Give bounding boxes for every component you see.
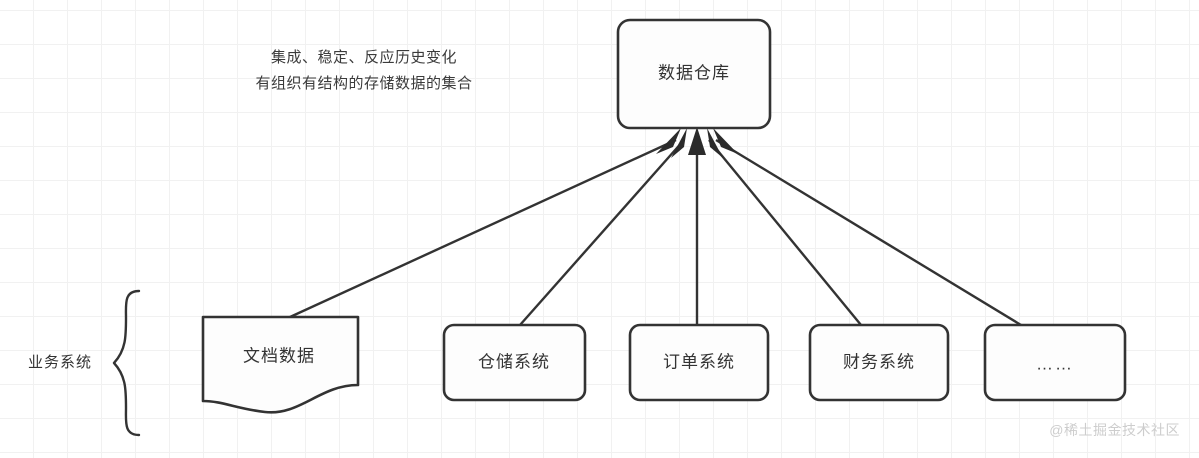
connector-others-to-warehouse — [715, 138, 1022, 327]
node-data-warehouse[interactable]: 数据仓库 — [616, 18, 772, 130]
data-warehouse-box[interactable] — [616, 18, 772, 130]
business-systems-label: 业务系统 — [28, 354, 92, 371]
arrowhead-order-to-warehouse — [688, 127, 706, 155]
other-systems-label: …… — [1036, 354, 1074, 373]
arrowhead-document-to-warehouse — [656, 128, 681, 154]
warehousing-system-label: 仓储系统 — [478, 352, 550, 371]
other-systems-box[interactable] — [983, 323, 1127, 402]
connector-group — [289, 127, 1022, 327]
arrowhead-others-to-warehouse — [713, 128, 738, 154]
node-other-systems[interactable]: …… — [983, 323, 1127, 402]
business-systems-group: 业务系统 — [28, 289, 141, 437]
warehousing-system-box[interactable] — [442, 323, 587, 402]
warehouse-note: 集成、稳定、反应历史变化 有组织有结构的存储数据的集合 — [255, 48, 472, 92]
watermark-label: @稀土掘金技术社区 — [1049, 422, 1180, 438]
finance-system-label: 财务系统 — [843, 352, 915, 371]
order-system-box[interactable] — [628, 323, 770, 402]
arrowhead-warehousing-to-warehouse — [671, 128, 687, 158]
node-document-data[interactable]: 文档数据 — [201, 315, 360, 414]
connector-warehousing-to-warehouse — [519, 139, 685, 326]
business-systems-brace — [112, 289, 141, 437]
order-system-label: 订单系统 — [663, 352, 735, 371]
data-warehouse-label: 数据仓库 — [658, 63, 730, 82]
arrowhead-finance-to-warehouse — [707, 128, 723, 158]
warehouse-note-line-2: 有组织有结构的存储数据的集合 — [255, 75, 472, 92]
node-finance-system[interactable]: 财务系统 — [808, 323, 950, 402]
document-data-label: 文档数据 — [243, 346, 315, 365]
node-warehousing-system[interactable]: 仓储系统 — [442, 323, 587, 402]
finance-system-box[interactable] — [808, 323, 950, 402]
connector-finance-to-warehouse — [708, 139, 862, 326]
warehouse-note-line-1: 集成、稳定、反应历史变化 — [271, 48, 457, 66]
document-data-shape[interactable] — [201, 315, 360, 414]
connector-document-to-warehouse — [289, 138, 677, 319]
node-order-system[interactable]: 订单系统 — [628, 323, 770, 402]
